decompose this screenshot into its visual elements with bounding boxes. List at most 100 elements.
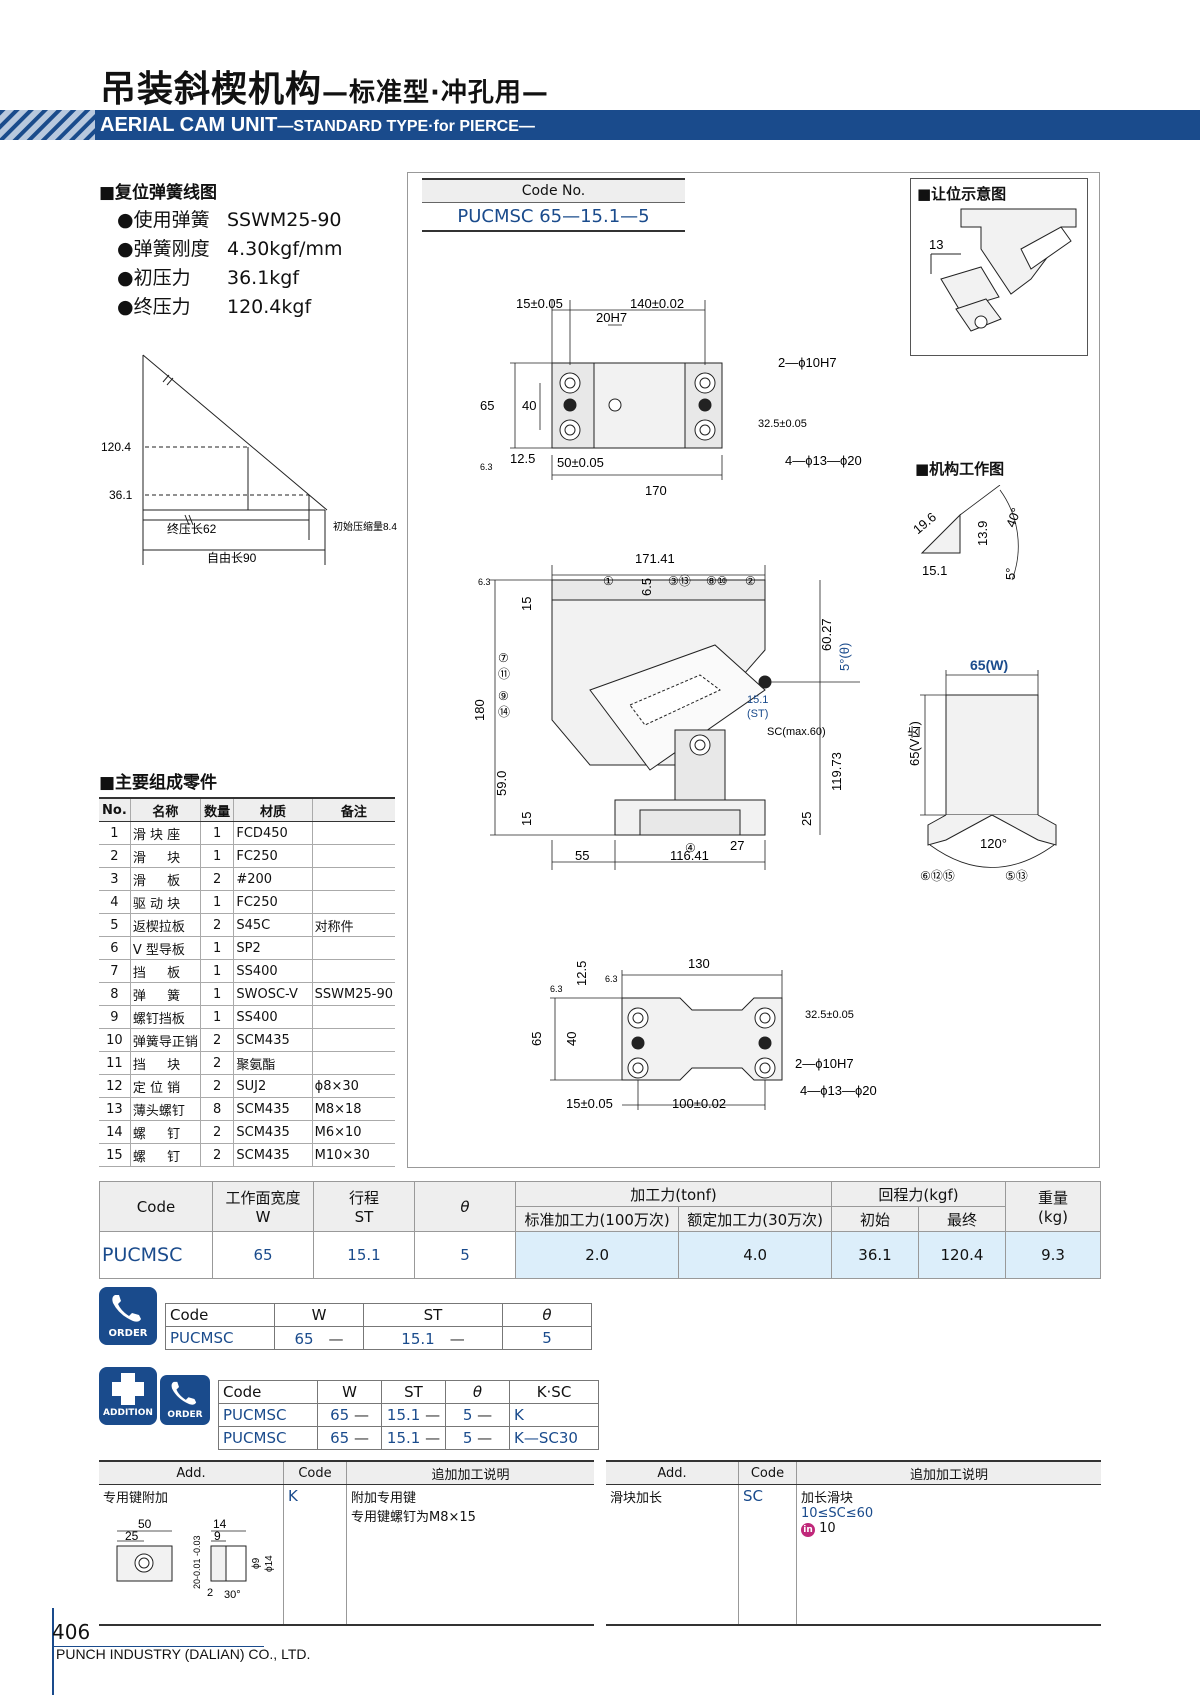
table-row: PUCMSC 65 15.1 5 2.0 4.0 36.1 120.4 9.3 — [99, 1231, 1101, 1279]
top-view-drawing: 15±0.05 140±0.02 20H7 2—ϕ10H7 65 40 32.5… — [480, 296, 862, 498]
bottom-dim-roughness-top: 6.3 — [605, 974, 618, 984]
side-dim-116: 116.41 — [670, 848, 709, 863]
clearance-dim: 13 — [929, 237, 943, 252]
spec-h-weight: 重量(kg) — [1005, 1181, 1101, 1232]
bottom-view-drawing: 130 6.3 12.5 6.3 65 40 32.5±0.05 2—ϕ10H7… — [529, 956, 877, 1111]
callout-6-12-15: ⑥⑫⑮ — [920, 869, 955, 883]
bottom-dim-40: 40 — [564, 1032, 579, 1046]
add-left-code: K — [283, 1484, 347, 1625]
side-dim-15-top: 15 — [519, 597, 534, 611]
add-h-code: Code — [218, 1380, 318, 1404]
bottom-dim-130: 130 — [688, 956, 710, 971]
order-theta: 5 — [502, 1326, 592, 1350]
side-dim-st: (ST) — [747, 708, 768, 720]
add-right-h-desc: 追加加工说明 — [796, 1460, 1101, 1485]
bottom-dim-roughness-left: 6.3 — [550, 984, 563, 994]
add-h-theta: θ — [445, 1380, 510, 1404]
clearance-drawing: 13 — [929, 208, 1077, 332]
spec-code: PUCMSC — [99, 1231, 213, 1279]
add-right-h-add: Add. — [606, 1460, 739, 1485]
add-h-st: ST — [381, 1380, 446, 1404]
add-right-name: 滑块加长 — [606, 1484, 739, 1625]
callout-8-10: ⑧⑩ — [706, 574, 728, 588]
plus-icon — [112, 1373, 144, 1405]
order-row: PUCMSC 65 — 15.1 — 5 — [165, 1326, 592, 1350]
col-remark: 备注 — [311, 797, 395, 822]
side-dim-25: 25 — [799, 812, 814, 826]
bottom-dim-12-5: 12.5 — [574, 961, 589, 986]
add-h-w: W — [317, 1380, 382, 1404]
dim-top-140: 140±0.02 — [630, 296, 684, 311]
phone-icon — [171, 1381, 197, 1405]
order-table: Code W ST θ PUCMSC 65 — 15.1 — 5 — [165, 1303, 592, 1350]
key-dim-phi9: ϕ9 — [251, 1557, 262, 1569]
add-h-ksc: K·SC — [509, 1380, 599, 1404]
col-name: 名称 — [129, 797, 201, 822]
add-left-h-add: Add. — [99, 1460, 284, 1485]
front-dim-120deg: 120° — [980, 836, 1007, 851]
addition-table: Code W ST θ K·SC PUCMSC 65 — 15.1 — 5 — … — [218, 1380, 599, 1450]
dim-final-length: 终压长62 — [167, 521, 217, 536]
callout-2: ② — [745, 574, 756, 588]
add-right-inc-value: 10 — [819, 1521, 836, 1536]
add-table-right: Add. Code 追加加工说明 滑块加长 SC 加长滑块 10≤SC≤60 i… — [606, 1460, 1101, 1626]
callout-7: ⑦ — [498, 651, 509, 665]
dim-top-20h7: 20H7 — [596, 310, 627, 325]
spec-h-return: 回程力(kgf) — [831, 1181, 1006, 1207]
key-dim-phi14: ϕ14 — [264, 1555, 275, 1572]
side-dim-119-73: 119.73 — [829, 752, 844, 791]
dim-top-50: 50±0.05 — [557, 455, 604, 470]
dim-top-170: 170 — [645, 483, 667, 498]
add-right-desc-2: 10≤SC≤60 — [801, 1506, 874, 1521]
dim-top-65: 65 — [480, 398, 494, 413]
order-h-theta: θ — [502, 1303, 592, 1327]
bottom-dim-4phi13: 4—ϕ13—ϕ20 — [800, 1083, 877, 1098]
spec-w: 65 — [212, 1231, 314, 1279]
addition-badge: ADDITION — [99, 1367, 157, 1425]
callout-1: ① — [603, 574, 614, 588]
side-dim-roughness: 6.3 — [478, 577, 491, 587]
order-badge: ORDER — [99, 1287, 157, 1345]
spec-h-return-init: 初始 — [831, 1206, 919, 1232]
addition-order-badge: ORDER — [160, 1375, 210, 1425]
spec-h-force-rated: 额定加工力(30万次) — [678, 1206, 832, 1232]
page-number: 406 — [52, 1620, 91, 1644]
work-dim-40deg: 40° — [1003, 506, 1024, 530]
spec-rated-force: 4.0 — [678, 1231, 832, 1279]
parts-heading: ■主要组成零件 — [99, 773, 218, 793]
side-dim-55: 55 — [575, 848, 589, 863]
clearance-heading: ■让位示意图 — [917, 185, 1007, 203]
side-dim-171: 171.41 — [635, 551, 675, 566]
dim-top-40: 40 — [522, 398, 536, 413]
company-name: PUNCH INDUSTRY (DALIAN) CO., LTD. — [56, 1646, 311, 1662]
add-left-desc-1: 附加专用键 — [351, 1491, 417, 1506]
dim-top-32-5: 32.5±0.05 — [758, 418, 807, 430]
key-dim-14: 14 — [213, 1517, 227, 1531]
spec-return-final: 120.4 — [918, 1231, 1006, 1279]
add-right-increment: in 10 — [801, 1521, 1097, 1537]
dim-top-15: 15±0.05 — [516, 296, 563, 311]
spec-theta: 5 — [414, 1231, 516, 1279]
front-dim-65w: 65(W) — [970, 657, 1008, 673]
spec-std-force: 2.0 — [514, 1231, 680, 1279]
dim-top-4phi13: 4—ϕ13—ϕ20 — [785, 453, 862, 468]
side-dim-59: 59.0 — [494, 771, 509, 796]
dim-top-roughness: 6.3 — [480, 462, 493, 472]
key-dim-25: 25 — [125, 1529, 139, 1543]
bottom-dim-65: 65 — [529, 1032, 544, 1046]
dim-top-12-5: 12.5 — [510, 451, 535, 466]
drawing-panel — [407, 172, 1100, 1168]
side-dim-6-5: 6.5 — [639, 578, 654, 596]
key-dim-30deg: 30° — [224, 1589, 241, 1601]
bottom-dim-100: 100±0.02 — [672, 1096, 726, 1111]
spec-h-force: 加工力(tonf) — [515, 1181, 832, 1207]
footer-rule-horizontal — [52, 1646, 264, 1647]
dim-top-2phi10: 2—ϕ10H7 — [778, 355, 837, 370]
side-dim-27: 27 — [730, 838, 744, 853]
spring-graph: 120.4 36.1 终压长62 初始压缩量8.4 自由长90 — [101, 354, 397, 565]
